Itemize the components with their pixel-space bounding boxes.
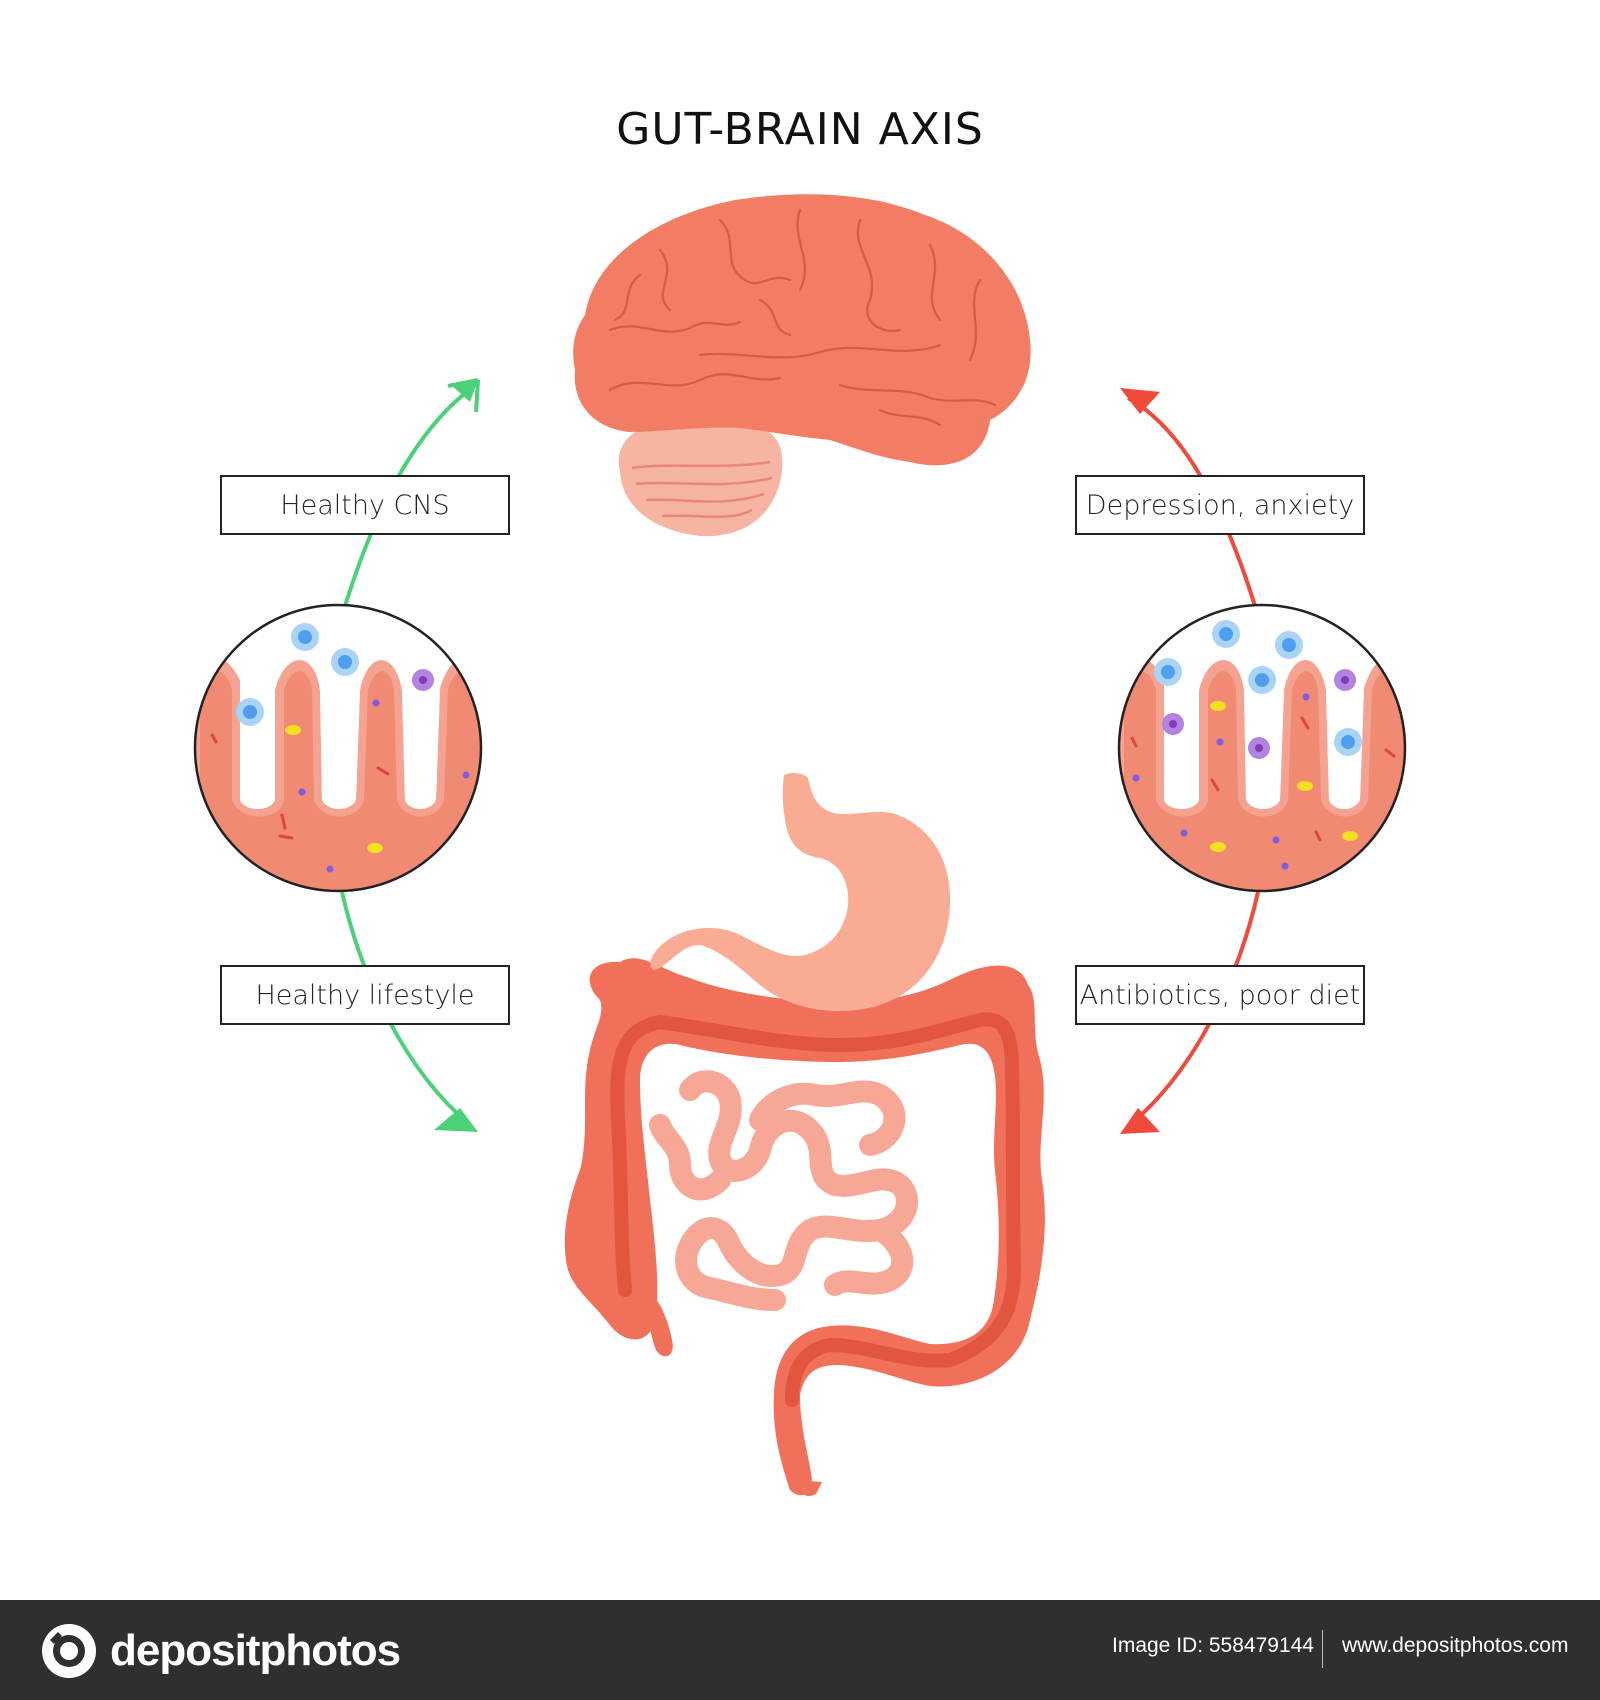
brain-shape bbox=[573, 194, 1031, 466]
appendix-shape bbox=[647, 1290, 673, 1357]
healthy-gut-magnifier bbox=[193, 603, 483, 893]
colon-inner-line bbox=[610, 1012, 1022, 1407]
unhealthy-gut-magnifier bbox=[1117, 603, 1407, 893]
brain-illustration bbox=[573, 194, 1031, 537]
website-link[interactable]: www.depositphotos.com bbox=[1342, 1634, 1569, 1657]
footer-divider bbox=[1322, 1630, 1323, 1668]
diagram-title: GUT-BRAIN AXIS bbox=[616, 104, 984, 155]
brand-logo[interactable]: depositphotos bbox=[40, 1622, 401, 1680]
depression-anxiety-label: Depression, anxiety bbox=[1075, 475, 1365, 535]
healthy-cns-label: Healthy CNS bbox=[220, 475, 510, 535]
stomach-shape bbox=[650, 773, 951, 1012]
footer-bar: depositphotos Image ID: 558479144 www.de… bbox=[0, 1600, 1600, 1700]
digestive-system-illustration bbox=[564, 773, 1045, 1497]
antibiotics-poor-diet-label: Antibiotics, poor diet bbox=[1075, 965, 1365, 1025]
image-id-text: Image ID: 558479144 bbox=[1112, 1634, 1314, 1657]
brand-name: depositphotos bbox=[110, 1626, 401, 1675]
cerebellum-folds bbox=[631, 460, 773, 518]
brain-folds bbox=[608, 208, 997, 427]
cerebellum-shape bbox=[618, 416, 783, 537]
camera-icon bbox=[42, 1624, 96, 1678]
healthy-lifestyle-label: Healthy lifestyle bbox=[220, 965, 510, 1025]
rectum-tip bbox=[796, 1480, 822, 1497]
gut-brain-diagram bbox=[193, 194, 1407, 1497]
small-intestine-shape bbox=[649, 1070, 918, 1311]
